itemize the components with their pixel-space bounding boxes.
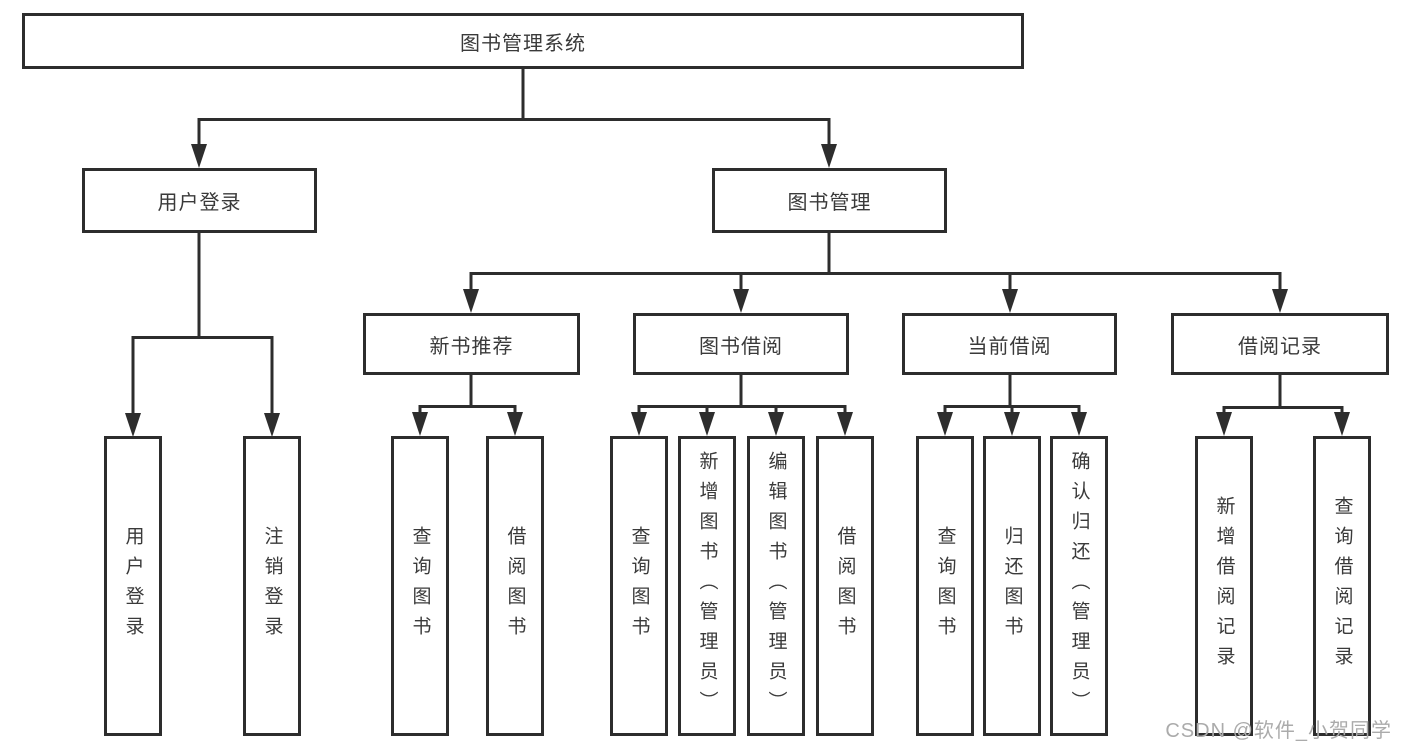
node-label: 用户登录 xyxy=(157,192,242,214)
arrowhead xyxy=(1216,412,1232,436)
arrowhead xyxy=(699,412,715,436)
arrowhead xyxy=(1272,289,1288,313)
node-label: 查询借阅记录 xyxy=(1331,496,1353,676)
node-label: 查询图书 xyxy=(934,526,956,646)
leaf-query-borrow-record: 查询借阅记录 xyxy=(1313,436,1371,736)
connector xyxy=(131,233,274,423)
node-label: 编辑图书（管理员） xyxy=(765,451,787,721)
connector xyxy=(418,375,517,422)
connector xyxy=(637,375,847,422)
node-book-borrowing: 图书借阅 xyxy=(633,313,849,375)
node-borrowing-records: 借阅记录 xyxy=(1171,313,1389,375)
leaf-edit-books-admin: 编辑图书（管理员） xyxy=(747,436,805,736)
arrowhead xyxy=(412,412,428,436)
arrowhead xyxy=(733,289,749,313)
leaf-query-books-2: 查询图书 xyxy=(610,436,668,736)
node-label: 用户登录 xyxy=(122,526,144,646)
arrowhead xyxy=(264,413,280,437)
node-label: 图书管理 xyxy=(787,192,872,214)
arrowhead xyxy=(463,289,479,313)
node-book-management: 图书管理 xyxy=(712,168,947,233)
node-label: 查询图书 xyxy=(409,526,431,646)
arrowhead xyxy=(1004,412,1020,436)
node-label: 新增借阅记录 xyxy=(1213,496,1235,676)
node-user-login: 用户登录 xyxy=(82,168,317,233)
arrowhead xyxy=(125,413,141,437)
arrowhead xyxy=(768,412,784,436)
node-label: 归还图书 xyxy=(1001,526,1023,646)
leaf-query-books-3: 查询图书 xyxy=(916,436,974,736)
connector xyxy=(197,69,831,154)
connector xyxy=(469,233,1282,299)
node-new-book-recommendation: 新书推荐 xyxy=(363,313,580,375)
node-label: 借阅记录 xyxy=(1238,335,1322,358)
arrowhead xyxy=(507,412,523,436)
node-label: 当前借阅 xyxy=(967,335,1052,358)
leaf-add-borrow-record: 新增借阅记录 xyxy=(1195,436,1253,736)
arrowhead xyxy=(1002,289,1018,313)
leaf-query-books-1: 查询图书 xyxy=(391,436,449,736)
node-current-borrowing: 当前借阅 xyxy=(902,313,1117,375)
node-label: 借阅图书 xyxy=(834,526,856,646)
leaf-return-books: 归还图书 xyxy=(983,436,1041,736)
leaf-user-login: 用户登录 xyxy=(104,436,162,736)
leaf-confirm-return-admin: 确认归还（管理员） xyxy=(1050,436,1108,736)
csdn-watermark: CSDN @软件_小贺同学 xyxy=(1165,720,1392,742)
leaf-borrow-books-1: 借阅图书 xyxy=(486,436,544,736)
arrowhead xyxy=(631,412,647,436)
node-label: 图书借阅 xyxy=(699,335,783,358)
node-label: 注销登录 xyxy=(261,526,283,646)
arrowhead xyxy=(837,412,853,436)
arrowhead xyxy=(821,144,837,168)
arrowhead xyxy=(1334,412,1350,436)
arrowhead xyxy=(937,412,953,436)
node-library-management-system: 图书管理系统 xyxy=(22,13,1024,69)
node-label: 确认归还（管理员） xyxy=(1068,451,1090,721)
node-label: 借阅图书 xyxy=(504,526,526,646)
arrowhead xyxy=(1071,412,1087,436)
node-label: 新增图书（管理员） xyxy=(696,451,718,721)
arrowhead xyxy=(191,144,207,168)
node-label: 图书管理系统 xyxy=(460,32,586,55)
leaf-borrow-books-2: 借阅图书 xyxy=(816,436,874,736)
node-label: 查询图书 xyxy=(628,526,650,646)
connector xyxy=(1222,375,1344,422)
leaf-logout: 注销登录 xyxy=(243,436,301,736)
node-label: 新书推荐 xyxy=(429,335,514,358)
leaf-add-books-admin: 新增图书（管理员） xyxy=(678,436,736,736)
